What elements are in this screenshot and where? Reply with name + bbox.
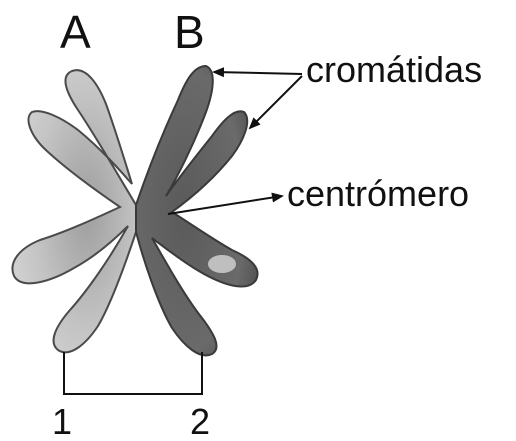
label-chromatids: cromátidas: [306, 49, 482, 90]
chromatids-arrow-top: [214, 72, 302, 74]
chromatids-arrow-bottom: [250, 76, 302, 128]
label-chromosome-a: A: [60, 6, 91, 58]
label-centromere: centrómero: [287, 173, 469, 214]
chromatid-b-highlight: [208, 255, 236, 273]
label-end-1: 1: [52, 401, 72, 441]
label-end-2: 2: [190, 401, 210, 441]
end-bracket: [64, 352, 202, 394]
chromosome-b: [136, 66, 258, 355]
label-chromosome-b: B: [174, 6, 205, 58]
chromosome-a: [12, 70, 136, 352]
chromosome-b-shape: [136, 66, 258, 355]
chromosome-a-shape: [12, 70, 136, 352]
